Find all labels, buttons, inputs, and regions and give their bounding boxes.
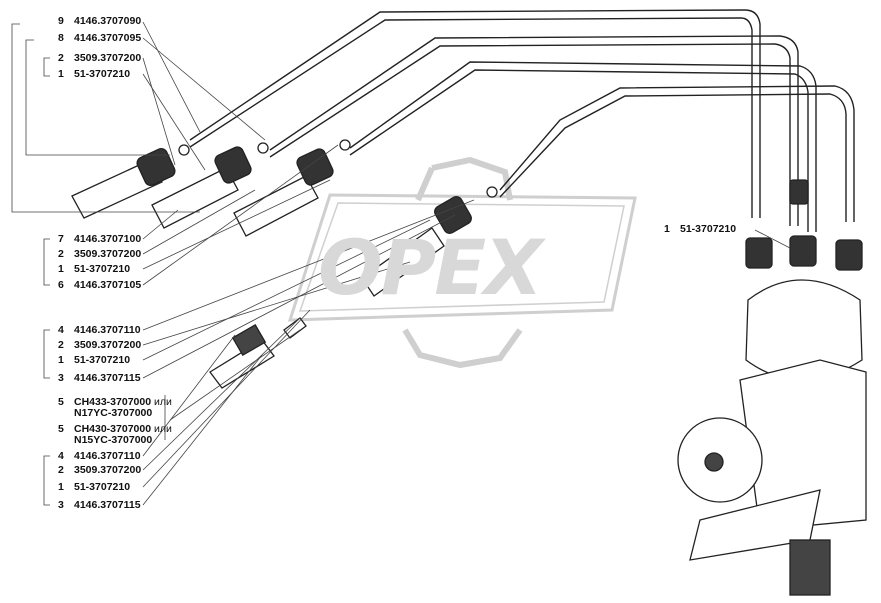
callout-index: 4: [58, 324, 64, 336]
spark-plug: [209, 317, 307, 389]
callout-part-alt: N17YC-3707000: [74, 407, 153, 419]
watermark-text: OPEX: [318, 223, 543, 312]
callout-part-number: 51-3707210: [74, 481, 131, 493]
callout-part-number: 4146.3707095: [74, 32, 142, 44]
part-alt-word: или: [151, 423, 172, 435]
callout-part-number: 51-3707210: [680, 223, 737, 235]
callout-index: 6: [58, 279, 64, 291]
callout-part-number: 4146.3707115: [74, 499, 141, 511]
callout-part-number: 4146.3707115: [74, 372, 141, 384]
callout-index: 1: [58, 68, 64, 80]
plug-cap-2: [151, 142, 269, 229]
callout-part-number: 3509.3707200: [74, 248, 142, 260]
callout-part-number: СН430-3707000 или: [74, 424, 172, 435]
callout-part-number: 4146.3707110: [74, 450, 141, 462]
callout-part-number: 51-3707210: [74, 263, 131, 275]
callout-index: 1: [58, 263, 64, 275]
callout-brackets: [11, 23, 200, 506]
callout-index: 1: [58, 354, 64, 366]
callout-part-number: 4146.3707100: [74, 233, 142, 245]
callout-index: 5: [58, 423, 64, 435]
callout-part-alt: N15YC-3707000: [74, 434, 153, 446]
callout-index: 4: [58, 450, 64, 462]
plug-cap-3: [233, 139, 351, 237]
callout-index: 2: [58, 464, 64, 476]
callout-index: 3: [58, 372, 64, 384]
part-alt-word: или: [151, 396, 172, 408]
callout-part-number: 3509.3707200: [74, 464, 142, 476]
part-number: СН433-3707000: [74, 396, 152, 408]
callout-part-number: 3509.3707200: [74, 52, 142, 64]
callout-index: 2: [58, 248, 64, 260]
part-number: СН430-3707000: [74, 423, 152, 435]
callout-index: 1: [664, 223, 670, 235]
distributor: [677, 179, 867, 596]
callout-part-number: 4146.3707090: [74, 15, 142, 27]
callout-index: 2: [58, 339, 64, 351]
callout-part-number: 3509.3707200: [74, 339, 142, 351]
callout-part-number: СН433-3707000 или: [74, 397, 172, 408]
leader-lines: [142, 21, 791, 506]
callout-part-number: 4146.3707110: [74, 324, 141, 336]
callout-index: 9: [58, 15, 64, 27]
callout-index: 7: [58, 233, 64, 245]
watermark-logo: [287, 156, 637, 369]
callout-index: 5: [58, 396, 64, 408]
callout-index: 3: [58, 499, 64, 511]
callout-part-number: 51-3707210: [74, 68, 131, 80]
callout-index: 8: [58, 32, 64, 44]
callout-index: 1: [58, 481, 64, 493]
callout-part-number: 4146.3707105: [74, 279, 142, 291]
spark-plug-caps: [71, 139, 498, 389]
ignition-wires: [189, 9, 855, 232]
callout-part-number: 51-3707210: [74, 354, 131, 366]
plug-cap-1: [71, 144, 190, 219]
callout-index: 2: [58, 52, 64, 64]
